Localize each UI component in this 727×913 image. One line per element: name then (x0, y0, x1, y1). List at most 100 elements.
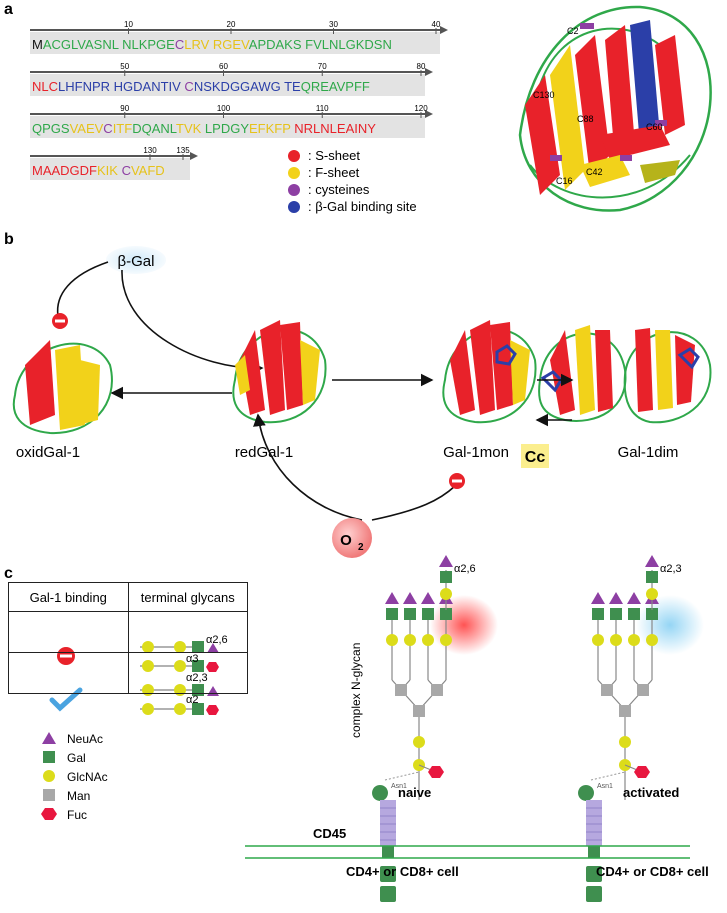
sequence-segment: GGAWG TE (230, 79, 301, 94)
glcnac-icon (592, 634, 604, 646)
sequence-segment: LHFNPR HGDANTIV (58, 79, 181, 94)
gal-icon (422, 608, 434, 620)
glcnac-icon (413, 736, 425, 748)
ruler-tick-label: 60 (219, 62, 228, 71)
terminal-linkage-label: α2,3 (660, 563, 682, 575)
gal-icon (592, 608, 604, 620)
neuac-icon (421, 592, 435, 604)
sequence-band (30, 32, 440, 54)
gal-icon (440, 608, 452, 620)
gal-icon (628, 608, 640, 620)
ruler-tick-label: 30 (329, 20, 338, 29)
cysteine-label: C42 (586, 167, 603, 177)
glcnac-icon (422, 634, 434, 646)
sequence-segment: VAFD (131, 163, 165, 178)
man-icon (601, 684, 613, 696)
cc-box (521, 444, 549, 468)
o2-label: O (340, 532, 352, 549)
sequence-segment: QREAVPFF (301, 79, 370, 94)
sequence-segment: C (181, 79, 194, 94)
gal-icon (404, 608, 416, 620)
cd45-head (578, 784, 594, 801)
glcnac-icon (628, 634, 640, 646)
complex-n-glycan-label: complex N-glycan (349, 643, 363, 738)
cysteine-label: C16 (556, 176, 573, 186)
legend-c-label: Gal (67, 751, 86, 765)
fuc-icon (428, 766, 444, 778)
sequence-row: NLCLHFNPR HGDANTIV CNSKDGGAWG TEQREAVPFF (32, 79, 370, 94)
asn-label: Asn1 (391, 783, 407, 790)
sequence-segment: C (118, 163, 131, 178)
check-icon (49, 687, 83, 712)
cell-label-naive: CD4+ or CD8+ cell (346, 864, 459, 879)
cd45-transmembrane (588, 846, 600, 858)
cd45-intracellular (586, 866, 602, 882)
state-gal1dim: Gal-1dim (618, 444, 679, 461)
glcnac-icon (646, 634, 658, 646)
cd45-intracellular (586, 886, 602, 902)
man-icon (413, 705, 425, 717)
sequence-band (30, 158, 190, 180)
legend-a-label: : cysteines (308, 182, 370, 197)
ruler-tick-label: 110 (316, 104, 329, 113)
sequence-segment: LRV (184, 37, 209, 52)
legend-c-label: GlcNAc (67, 770, 108, 784)
row2-link-a23: α2,3 (186, 672, 208, 684)
sequence-segment: KIK (97, 163, 118, 178)
row2-link-a2: α2 (186, 694, 199, 706)
state-gal1mon: Gal-1mon (443, 444, 509, 461)
inhibition-icon (52, 313, 68, 329)
sequence-band (30, 74, 425, 96)
ruler-tick-label: 50 (120, 62, 129, 71)
legend-a-swatch (288, 167, 300, 179)
o2-subscript: 2 (358, 542, 364, 553)
fuc-icon (41, 808, 57, 820)
cd45-transmembrane (382, 846, 394, 858)
row1-link-a26: α2,6 (206, 634, 228, 646)
sequence-segment: MAADGDF (32, 163, 97, 178)
sequence-segment: ACGLVASNL (43, 37, 119, 52)
legend-a-swatch (288, 150, 300, 162)
oxidgal-structure (12, 340, 113, 435)
man-icon (637, 684, 649, 696)
ruler-arrow (425, 68, 433, 76)
man-icon (395, 684, 407, 696)
legend-a-swatch (288, 201, 300, 213)
table-header-binding: Gal-1 binding (8, 582, 129, 612)
ruler-tick-label: 130 (143, 146, 157, 155)
neuac-icon (591, 592, 605, 604)
sequence-row: MACGLVASNL NLKPGECLRV RGEVAPDAKS FVLNLGK… (32, 37, 392, 52)
neuac-icon (385, 592, 399, 604)
ruler-tick-label: 40 (432, 20, 441, 29)
glcnac-icon (610, 634, 622, 646)
activated-label: activated (623, 785, 679, 800)
sequence-segment: TVK (176, 121, 202, 136)
sequence-segment: ITF (113, 121, 133, 136)
sequence-band (30, 116, 425, 138)
ruler-tick-label: 80 (417, 62, 426, 71)
legend-a-label: : β-Gal binding site (308, 199, 417, 214)
sequence-segment: NLKPGE (118, 37, 175, 52)
gal-icon (386, 608, 398, 620)
glcnac-icon (386, 634, 398, 646)
ruler-arrow (440, 26, 448, 34)
panel-label-b: b (4, 231, 14, 248)
legend-c-label: NeuAc (67, 732, 103, 746)
legend-c-label: Fuc (67, 808, 87, 822)
ruler-arrow (190, 152, 198, 160)
sequence-segment: LPDGY (201, 121, 249, 136)
ruler-tick-label: 135 (176, 146, 190, 155)
ruler-tick-label: 90 (120, 104, 129, 113)
cc-label: Cc (525, 449, 546, 466)
cysteine-label: C88 (577, 114, 594, 124)
ruler-tick-label: 120 (414, 104, 428, 113)
man-icon (431, 684, 443, 696)
sequence-segment: NRLNLEAINY (291, 121, 377, 136)
man-icon (619, 705, 631, 717)
neuac-icon (627, 592, 641, 604)
gal-icon (440, 571, 452, 583)
glcnac-icon (440, 634, 452, 646)
protein-structure-image (518, 5, 712, 212)
